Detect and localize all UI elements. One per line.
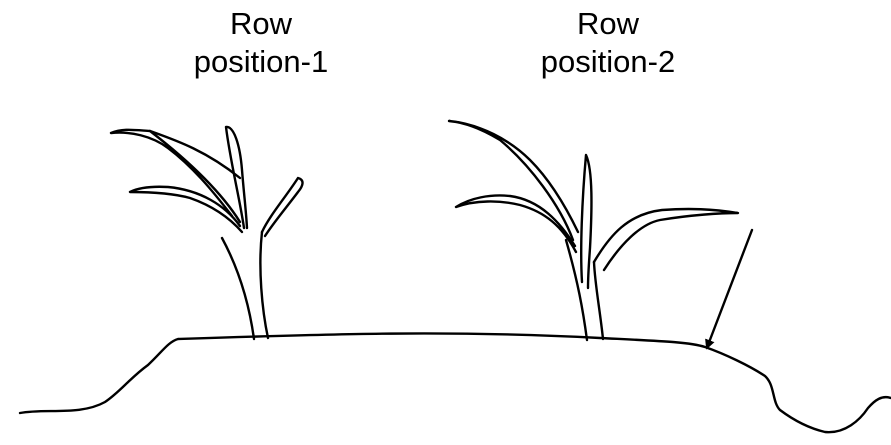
plant-2-leaf-lower-left bbox=[454, 194, 578, 254]
row-position-2-label: Row position-2 bbox=[498, 5, 718, 81]
plant-1-leaf-upper-left-tip bbox=[148, 129, 242, 180]
pointer-arrow bbox=[705, 228, 754, 350]
plant-2-leaf-right bbox=[592, 207, 740, 272]
plant-1-leaf-upper-left bbox=[109, 128, 242, 224]
row-position-2-line2: position-2 bbox=[540, 44, 676, 79]
plant-2-leaf-upper-left bbox=[447, 119, 580, 242]
plant-1-stem-right bbox=[259, 230, 270, 340]
row-position-1-label: Row position-1 bbox=[151, 5, 371, 81]
row-position-1-line1: Row bbox=[229, 6, 292, 41]
row-position-2-line1: Row bbox=[576, 6, 639, 41]
plant-2 bbox=[447, 119, 740, 342]
plant-1-leaf-right bbox=[260, 176, 304, 238]
plant-2-leaf-center bbox=[580, 153, 593, 290]
plant-1 bbox=[109, 125, 304, 341]
plant-1-leaf-lower-left bbox=[128, 185, 244, 234]
plant-2-stem-left bbox=[564, 238, 589, 342]
plant-1-stem bbox=[220, 236, 256, 341]
plant-2-stem-right bbox=[592, 260, 605, 341]
plant-1-leaf-center bbox=[224, 125, 249, 230]
row-position-1-line2: position-1 bbox=[193, 44, 329, 79]
soil-ridge-profile bbox=[18, 332, 891, 434]
